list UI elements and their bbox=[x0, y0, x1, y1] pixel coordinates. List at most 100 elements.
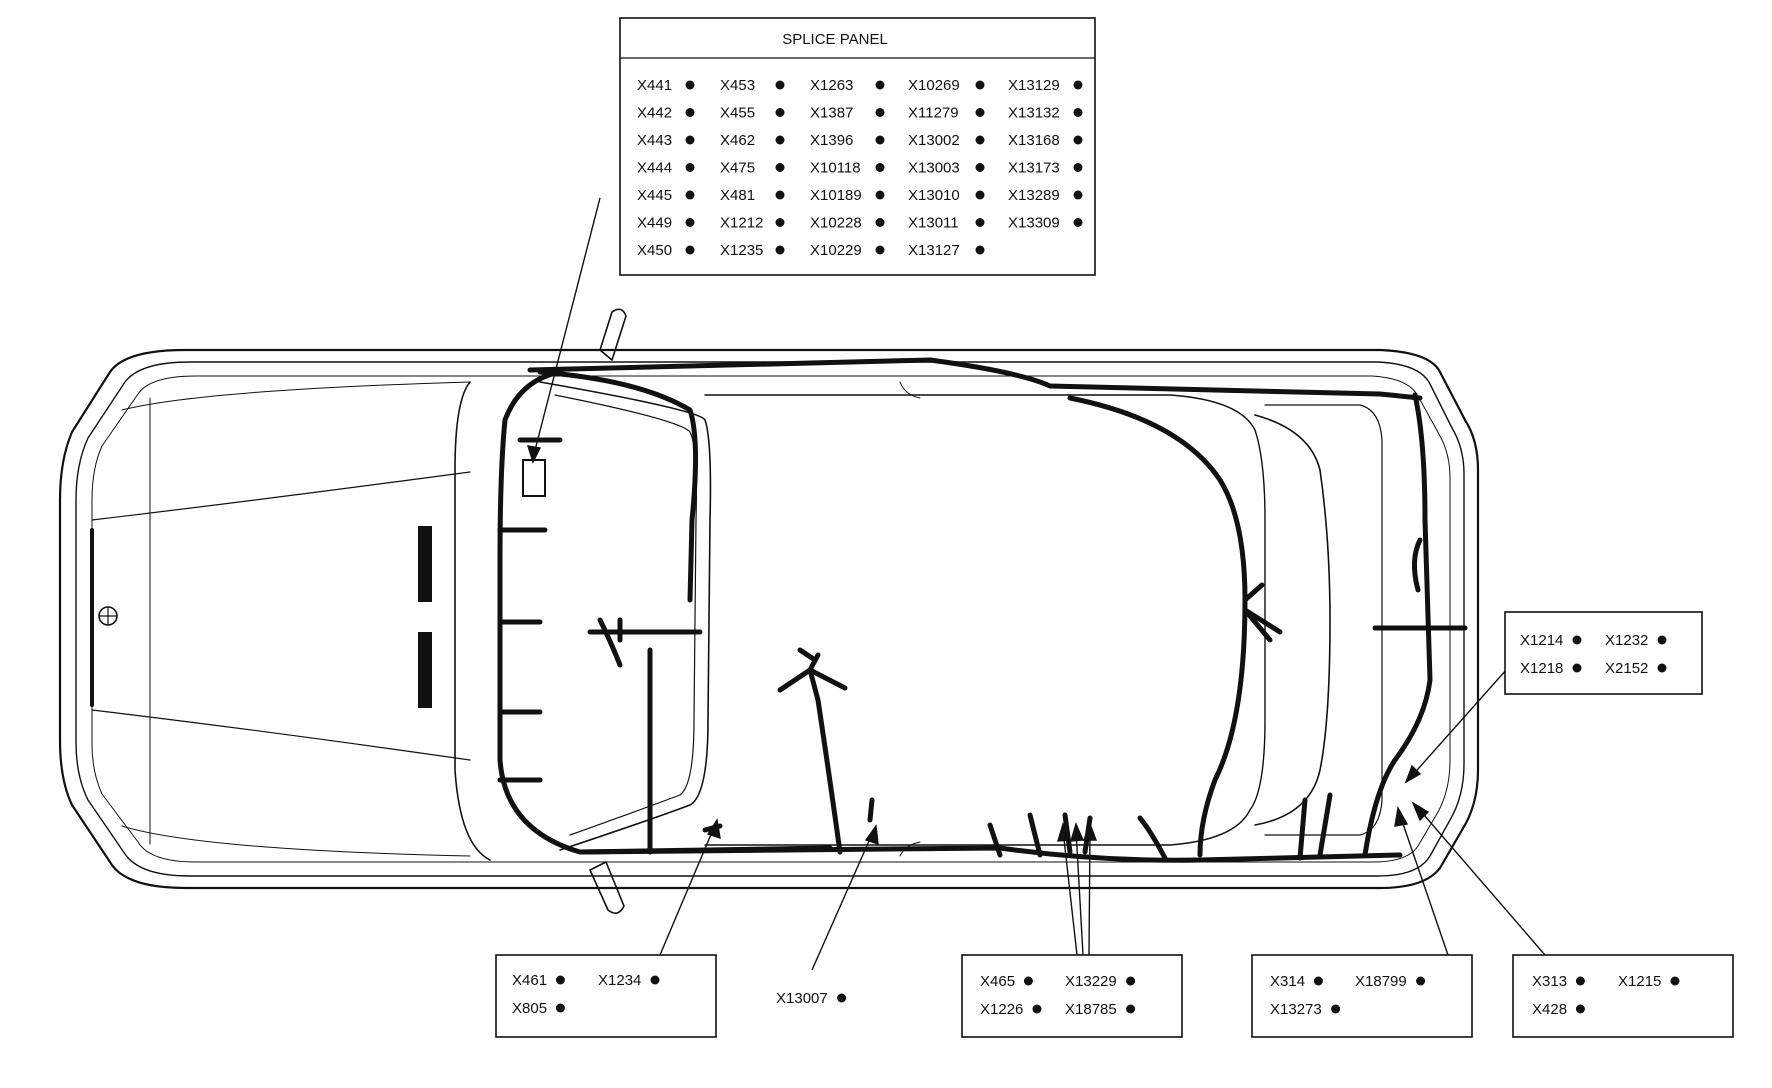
connector-dot-icon bbox=[1416, 976, 1426, 986]
splice-dot-icon bbox=[875, 218, 885, 227]
splice-connector-label: X11279 bbox=[908, 105, 959, 122]
connector-label: X1214 bbox=[1520, 632, 1563, 649]
connector-label: X13273 bbox=[1270, 1001, 1322, 1018]
splice-connector-label: X10118 bbox=[810, 160, 861, 177]
splice-connector-label: X481 bbox=[720, 187, 755, 204]
connector-dot-icon bbox=[1126, 1004, 1136, 1014]
splice-dot-icon bbox=[1073, 80, 1083, 90]
splice-connector-label: X13168 bbox=[1008, 132, 1060, 149]
splice-dot-icon bbox=[975, 108, 985, 117]
splice-connector-label: X13011 bbox=[908, 215, 959, 232]
connector-dot-icon bbox=[1126, 976, 1136, 986]
splice-dot-icon bbox=[1073, 108, 1083, 117]
splice-connector-label: X449 bbox=[637, 215, 672, 232]
splice-connector-label: X441 bbox=[637, 77, 672, 94]
splice-connector-label: X1396 bbox=[810, 132, 853, 149]
splice-dot-icon bbox=[685, 163, 695, 172]
splice-connector-label: X1212 bbox=[720, 215, 763, 232]
connector-label: X18799 bbox=[1355, 973, 1407, 990]
connector-label: X13007 bbox=[776, 990, 828, 1007]
connector-label: X1234 bbox=[598, 972, 641, 989]
splice-dot-icon bbox=[975, 163, 985, 172]
splice-dot-icon bbox=[1073, 135, 1083, 145]
splice-dot-icon bbox=[685, 218, 695, 227]
splice-panel-body bbox=[522, 459, 546, 497]
splice-dot-icon bbox=[685, 80, 695, 90]
splice-connector-label: X13173 bbox=[1008, 160, 1060, 177]
splice-dot-icon bbox=[775, 163, 785, 172]
splice-connector-label: X1235 bbox=[720, 242, 763, 259]
splice-connector-label: X13309 bbox=[1008, 215, 1060, 232]
splice-connector-label: X445 bbox=[637, 187, 672, 204]
splice-connector-label: X442 bbox=[637, 105, 672, 122]
splice-dot-icon bbox=[975, 218, 985, 227]
connector-label: X13229 bbox=[1065, 973, 1117, 990]
splice-dot-icon bbox=[775, 135, 785, 145]
splice-dot-icon bbox=[875, 108, 885, 117]
connector-label: X805 bbox=[512, 1000, 547, 1017]
splice-panel-title: SPLICE PANEL bbox=[782, 31, 888, 48]
splice-connector-label: X450 bbox=[637, 242, 672, 259]
connector-label: X18785 bbox=[1065, 1001, 1117, 1018]
callout-box-center bbox=[961, 954, 1183, 1038]
splice-dot-icon bbox=[685, 190, 695, 200]
connector-dot-icon bbox=[555, 1003, 565, 1013]
splice-connector-label: X1263 bbox=[810, 77, 853, 94]
splice-dot-icon bbox=[1073, 163, 1083, 172]
splice-dot-icon bbox=[975, 135, 985, 145]
connector-dot-icon bbox=[555, 975, 565, 985]
splice-connector-label: X10269 bbox=[908, 77, 960, 94]
splice-dot-icon bbox=[1073, 190, 1083, 200]
splice-connector-label: X13010 bbox=[908, 187, 960, 204]
callout-box-front-left bbox=[495, 954, 717, 1038]
splice-dot-icon bbox=[775, 218, 785, 227]
splice-connector-label: X444 bbox=[637, 160, 672, 177]
splice-dot-icon bbox=[1073, 218, 1083, 227]
splice-dot-icon bbox=[685, 135, 695, 145]
callout-boxes bbox=[495, 611, 1734, 1038]
splice-connector-label: X10229 bbox=[810, 242, 862, 259]
splice-dot-icon bbox=[775, 108, 785, 117]
connector-label: X465 bbox=[980, 973, 1015, 990]
splice-panel-table: SPLICE PANEL X441X442X443X444X445X449X45… bbox=[619, 17, 1096, 276]
car-body-outline bbox=[58, 308, 1480, 914]
connector-dot-icon bbox=[1575, 976, 1585, 986]
connector-dot-icon bbox=[1023, 976, 1033, 986]
connector-label: X461 bbox=[512, 972, 547, 989]
splice-connector-label: X13003 bbox=[908, 160, 960, 177]
callout-box-right-upper bbox=[1504, 611, 1703, 695]
splice-connector-label: X13129 bbox=[1008, 77, 1060, 94]
splice-dot-icon bbox=[975, 190, 985, 200]
splice-dot-icon bbox=[875, 190, 885, 200]
splice-connector-label: X10228 bbox=[810, 215, 862, 232]
leader-lines bbox=[526, 197, 1546, 971]
splice-connector-label: X13289 bbox=[1008, 187, 1060, 204]
splice-connector-label: X10189 bbox=[810, 187, 862, 204]
engine-vents bbox=[418, 526, 432, 708]
connector-dot-icon bbox=[1313, 976, 1323, 986]
connector-dot-icon bbox=[1657, 635, 1667, 645]
splice-dot-icon bbox=[875, 80, 885, 90]
splice-dot-icon bbox=[775, 190, 785, 200]
connector-label: X1232 bbox=[1605, 632, 1648, 649]
splice-connector-label: X475 bbox=[720, 160, 755, 177]
splice-dot-icon bbox=[875, 245, 885, 255]
splice-panel-grid: X441X442X443X444X445X449X450X453X455X462… bbox=[637, 77, 1083, 259]
connector-dot-icon bbox=[1331, 1004, 1341, 1014]
connector-label: X1218 bbox=[1520, 660, 1563, 677]
splice-dot-icon bbox=[875, 163, 885, 172]
callout-box-rear-a bbox=[1251, 954, 1473, 1038]
splice-dot-icon bbox=[775, 80, 785, 90]
connector-label: X428 bbox=[1532, 1001, 1567, 1018]
callout-box-rear-b bbox=[1512, 954, 1734, 1038]
splice-connector-label: X455 bbox=[720, 105, 755, 122]
splice-connector-label: X13002 bbox=[908, 132, 960, 149]
splice-connector-label: X453 bbox=[720, 77, 755, 94]
connector-dot-icon bbox=[1572, 663, 1582, 673]
connector-label: X314 bbox=[1270, 973, 1305, 990]
splice-connector-label: X13127 bbox=[908, 242, 960, 259]
connector-dot-icon bbox=[1572, 635, 1582, 645]
splice-dot-icon bbox=[775, 245, 785, 255]
